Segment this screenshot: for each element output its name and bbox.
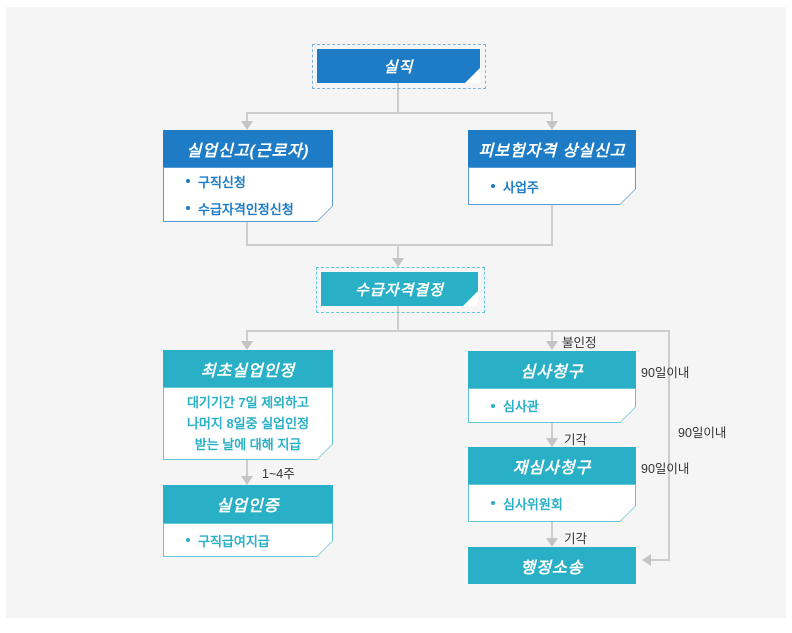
connector-merge-horizontal [246, 244, 553, 246]
connector-merge-down [397, 246, 399, 258]
insured-loss-report-body: 사업주 [468, 167, 636, 205]
unemployment-report-header: 실업신고(근로자) [163, 130, 333, 167]
connector-far-right-vertical [668, 330, 670, 561]
connector-review-down [551, 423, 553, 438]
note-line: 받는 날에 대해 지급 [194, 437, 302, 452]
arrowhead-into-insured-loss-report [546, 121, 558, 130]
first-recognition-header: 최초실업인정 [163, 350, 333, 387]
connector-decision-down [397, 306, 399, 331]
first-recognition-body: 대기기간 7일 제외하고 나머지 8일중 실업인정 받는 날에 대해 지급 [163, 387, 333, 460]
connector-stub-review [551, 332, 553, 341]
edge-label-not-recognized: 불인정 [562, 336, 597, 350]
reexamination-request-header: 재심사청구 [468, 447, 636, 484]
connector-stub-left-top [246, 113, 248, 121]
bullet-dot-icon [186, 206, 190, 210]
bullet-dot-icon [186, 179, 190, 183]
unemployment-certification-header: 실업인증 [163, 485, 333, 523]
arrowhead-into-reexamination [546, 438, 558, 447]
connector-stub-first-recognition [246, 332, 248, 341]
connector-stub-right-top [551, 113, 553, 121]
bullet-dot-icon [491, 501, 495, 505]
list-item: 심사관 [491, 396, 635, 415]
arrowhead-into-certification [241, 476, 253, 485]
note-line: 나머지 8일중 실업인정 [186, 416, 310, 431]
eligibility-decision-dashed-outline [316, 267, 485, 313]
list-item: 구직신청 [186, 172, 332, 191]
edge-label-90days-reexam: 90일이내 [641, 462, 690, 476]
connector-loss-report-down [551, 205, 553, 245]
list-item-label: 구직급여지급 [198, 533, 270, 549]
list-item: 심사위원회 [491, 494, 635, 513]
edge-label-1-4-weeks: 1~4주 [262, 467, 295, 481]
connector-report-down [246, 222, 248, 245]
arrowhead-into-unemployment-report [241, 121, 253, 130]
list-item-label: 구직신청 [198, 174, 246, 190]
connector-reexamination-down [551, 522, 553, 538]
note-line: 대기기간 7일 제외하고 [186, 395, 310, 410]
arrowhead-into-review-request [546, 341, 558, 350]
unemployment-certification-body: 구직급여지급 [163, 523, 333, 557]
reexamination-request-body: 심사위원회 [468, 484, 636, 522]
edge-label-dismissed-reexam: 기각 [564, 532, 588, 546]
connector-recognition-down [246, 460, 248, 476]
edge-label-dismissed-review: 기각 [564, 433, 588, 447]
review-request-body: 심사관 [468, 388, 636, 423]
list-item: 구직급여지급 [186, 531, 332, 550]
edge-label-90days-right: 90일이내 [678, 426, 727, 440]
bullet-dot-icon [186, 538, 190, 542]
list-item-label: 사업주 [503, 179, 539, 195]
arrowhead-into-first-recognition [241, 341, 253, 350]
list-item-label: 심사관 [503, 399, 539, 414]
job-loss-dashed-outline [312, 44, 486, 89]
arrowhead-into-litigation [642, 554, 651, 566]
flow-node-administrative-litigation: 행정소송 [468, 547, 636, 584]
connector-into-litigation-horizontal [650, 559, 670, 561]
connector-split-top-horizontal [246, 112, 553, 114]
flow-node-job-loss: 실직 [317, 49, 480, 83]
arrowhead-into-litigation-top [546, 538, 558, 547]
bullet-dot-icon [491, 184, 495, 188]
list-item: 수급자격인정신청 [186, 199, 332, 218]
bullet-dot-icon [491, 404, 495, 408]
review-request-header: 심사청구 [468, 351, 636, 388]
flow-node-eligibility-decision: 수급자격결정 [321, 272, 478, 306]
edge-label-90days-review: 90일이내 [641, 366, 690, 380]
connector-split-bottom-horizontal [246, 330, 670, 332]
list-item-label: 수급자격인정신청 [198, 201, 294, 217]
list-item-label: 심사위원회 [503, 496, 563, 512]
list-item: 사업주 [491, 177, 635, 196]
insured-loss-report-header: 피보험자격 상실신고 [468, 130, 636, 167]
connector-jobloss-down [397, 83, 399, 112]
arrowhead-into-eligibility-decision [392, 258, 404, 267]
unemployment-report-body: 구직신청 수급자격인정신청 [163, 167, 333, 222]
